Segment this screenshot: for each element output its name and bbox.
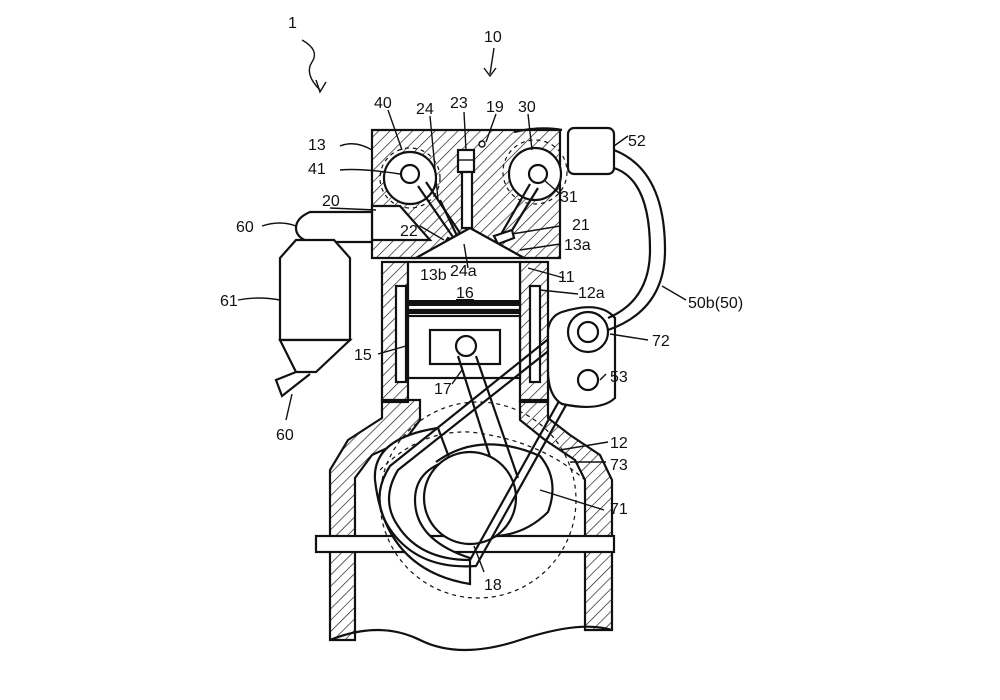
label-60-bottom: 60 (276, 427, 294, 444)
pressure-module (513, 126, 667, 332)
piston (406, 260, 522, 380)
label-40: 40 (374, 95, 392, 112)
label-71: 71 (610, 501, 628, 518)
label-11: 11 (558, 269, 575, 286)
label-30: 30 (518, 99, 536, 116)
water-jacket-left (394, 284, 408, 384)
intake-system (274, 210, 374, 398)
crank-counterweight (373, 426, 472, 586)
pipe-60 (294, 210, 374, 244)
spark-plug-stem (460, 170, 474, 230)
leader-lines (237, 39, 687, 573)
pump-shaft (576, 368, 600, 392)
label-61: 61 (220, 293, 238, 310)
reference-labels: 1 10 13 41 40 24 23 19 30 52 31 21 13a 2… (220, 15, 743, 594)
pump (546, 306, 617, 409)
label-60-top: 60 (236, 219, 254, 236)
label-19: 19 (486, 99, 504, 116)
label-13: 13 (308, 137, 326, 154)
label-72: 72 (652, 333, 670, 350)
label-10: 10 (484, 29, 502, 46)
exhaust-camshaft (527, 163, 549, 185)
label-24: 24 (416, 101, 434, 118)
label-18: 18 (484, 577, 502, 594)
label-23: 23 (450, 95, 468, 112)
label-17: 17 (434, 381, 452, 398)
label-1: 1 (288, 15, 297, 32)
label-53: 53 (610, 369, 628, 386)
label-24a: 24a (450, 263, 477, 280)
label-50b: 50b(50) (688, 295, 743, 312)
label-22: 22 (400, 223, 418, 240)
crankshaft (422, 450, 518, 546)
intake-camshaft (399, 163, 421, 185)
combustion-chamber (411, 226, 529, 260)
label-31: 31 (560, 189, 578, 206)
label-20: 20 (322, 193, 340, 210)
label-12: 12 (610, 435, 628, 452)
canister-61 (278, 238, 352, 342)
label-13b: 13b (420, 267, 447, 284)
label-16: 16 (456, 285, 474, 302)
piston-pin (454, 334, 478, 358)
label-12a: 12a (578, 285, 605, 302)
label-15: 15 (354, 347, 372, 364)
label-52: 52 (628, 133, 646, 150)
label-73: 73 (610, 457, 628, 474)
water-jacket-right (528, 284, 542, 384)
spark-plug-body (456, 148, 476, 174)
label-13a: 13a (564, 237, 591, 254)
cylinder-block (380, 260, 550, 404)
label-21: 21 (572, 217, 590, 234)
label-41: 41 (308, 161, 326, 178)
cylinder-head (370, 128, 568, 260)
module-52 (566, 126, 616, 176)
timing-chain (378, 311, 609, 568)
